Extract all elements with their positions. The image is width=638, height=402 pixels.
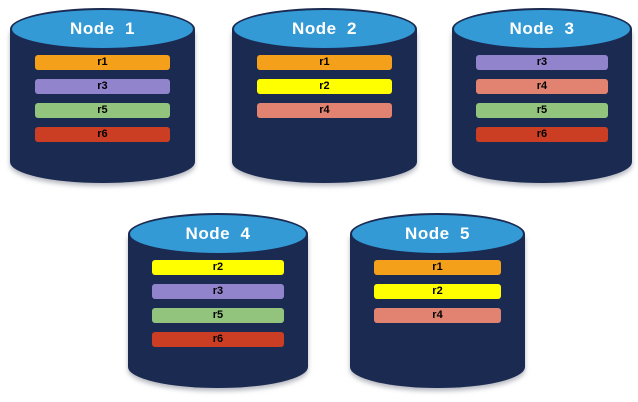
replica-bar[interactable]: r6: [152, 332, 284, 347]
replica-bar[interactable]: r3: [476, 55, 608, 70]
replica-list: r1 r2 r4: [232, 55, 417, 118]
database-node-3[interactable]: Node 3 r3 r4 r5 r6: [452, 8, 632, 183]
database-node-1[interactable]: Node 1 r1 r3 r5 r6: [10, 8, 195, 183]
replica-list: r3 r4 r5 r6: [452, 55, 632, 142]
replica-label: r2: [432, 285, 443, 297]
database-node-5[interactable]: Node 5 r1 r2 r4: [350, 213, 525, 388]
replica-bar[interactable]: r4: [476, 79, 608, 94]
node-title: Node 4: [185, 224, 251, 243]
replica-bar[interactable]: r1: [34, 55, 171, 70]
replica-label: r4: [536, 80, 548, 92]
replica-label: r2: [212, 261, 224, 273]
cylinder-top-ellipse: [452, 8, 632, 50]
replica-label: r3: [212, 285, 224, 297]
replica-list: r1 r3 r5 r6: [10, 55, 195, 142]
replica-bar[interactable]: r2: [373, 284, 502, 299]
database-node-2[interactable]: Node 2 r1 r2 r4: [232, 8, 417, 183]
replica-bar[interactable]: r1: [256, 55, 393, 70]
replica-label: r6: [212, 333, 224, 345]
replica-label: r5: [97, 104, 108, 116]
node-title: Node 5: [405, 224, 470, 243]
replica-label: r4: [319, 104, 330, 116]
replica-bar[interactable]: r3: [152, 284, 284, 299]
replica-bar[interactable]: r1: [373, 260, 502, 275]
cylinder-top-ellipse: [10, 8, 195, 50]
replica-bar[interactable]: r5: [476, 103, 608, 118]
replica-bar[interactable]: r2: [152, 260, 284, 275]
replica-bar[interactable]: r5: [34, 103, 171, 118]
replica-label: r1: [432, 261, 443, 273]
cylinder-top-ellipse: [232, 8, 417, 50]
replica-label: r5: [536, 104, 548, 116]
replica-bar[interactable]: r2: [256, 79, 393, 94]
replica-list: r2 r3 r5 r6: [128, 260, 308, 347]
replica-bar[interactable]: r6: [34, 127, 171, 142]
replica-label: r4: [432, 309, 443, 321]
node-title: Node 2: [292, 19, 357, 38]
node-title: Node 3: [509, 19, 575, 38]
replica-bar[interactable]: r4: [373, 308, 502, 323]
replica-label: r2: [319, 80, 330, 92]
replica-label: r3: [536, 56, 548, 68]
cylinder-top-ellipse: [128, 213, 308, 255]
replica-bar[interactable]: r3: [34, 79, 171, 94]
replica-label: r6: [536, 128, 548, 140]
replica-label: r5: [212, 309, 224, 321]
node-title: Node 1: [70, 19, 135, 38]
replica-label: r3: [97, 80, 108, 92]
replica-list: r1 r2 r4: [350, 260, 525, 323]
database-node-4[interactable]: Node 4 r2 r3 r5 r6: [128, 213, 308, 388]
replica-bar[interactable]: r5: [152, 308, 284, 323]
replica-bar[interactable]: r6: [476, 127, 608, 142]
cylinder-top-ellipse: [350, 213, 525, 255]
replica-label: r1: [97, 56, 108, 68]
replica-label: r6: [97, 128, 108, 140]
replica-bar[interactable]: r4: [256, 103, 393, 118]
replica-label: r1: [319, 56, 330, 68]
